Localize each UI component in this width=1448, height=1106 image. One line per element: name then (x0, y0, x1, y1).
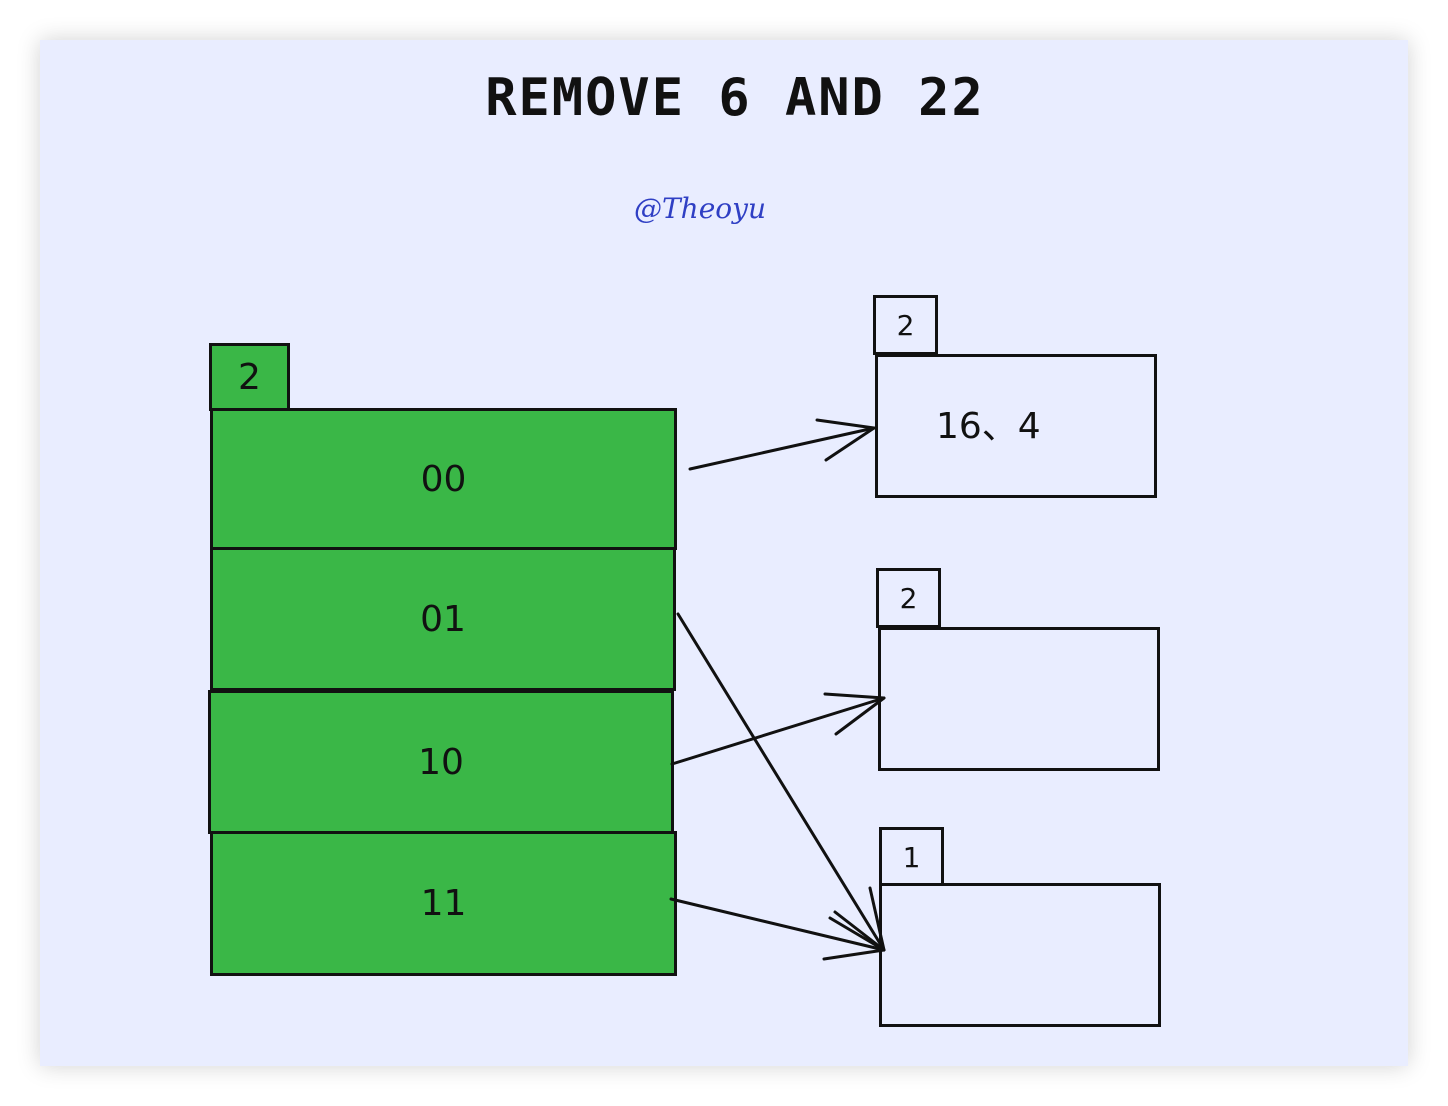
bucket-local-depth-label: 2 (896, 308, 915, 342)
arrow-01-to-bucket-3 (676, 612, 886, 952)
directory-entry-00: 00 (210, 408, 677, 550)
directory-entry-11: 11 (210, 831, 677, 976)
bucket-1-local-depth-box: 2 (873, 295, 938, 355)
bucket-2 (878, 627, 1160, 771)
bucket-local-depth-label: 2 (899, 581, 918, 615)
directory-entry-label: 01 (420, 598, 466, 640)
author-watermark: @Theoyu (634, 192, 766, 225)
bucket-3-local-depth-box: 1 (879, 827, 944, 887)
bucket-1: 16、4 (875, 354, 1157, 498)
arrow-10-to-bucket-2 (670, 692, 886, 766)
directory-entry-label: 11 (420, 883, 467, 924)
directory-entry-label: 00 (420, 458, 467, 500)
bucket-local-depth-label: 1 (902, 840, 921, 874)
directory-entry-label: 10 (418, 741, 464, 783)
directory-entry-01: 01 (210, 547, 676, 691)
diagram-title: REMOVE 6 AND 22 (485, 68, 985, 128)
global-depth-label: 2 (238, 356, 261, 398)
bucket-2-local-depth-box: 2 (876, 568, 941, 628)
arrow-00-to-bucket-1 (688, 418, 876, 471)
bucket-3 (879, 883, 1161, 1027)
arrow-11-to-bucket-3 (669, 897, 886, 961)
bucket-contents: 16、4 (936, 406, 1041, 447)
